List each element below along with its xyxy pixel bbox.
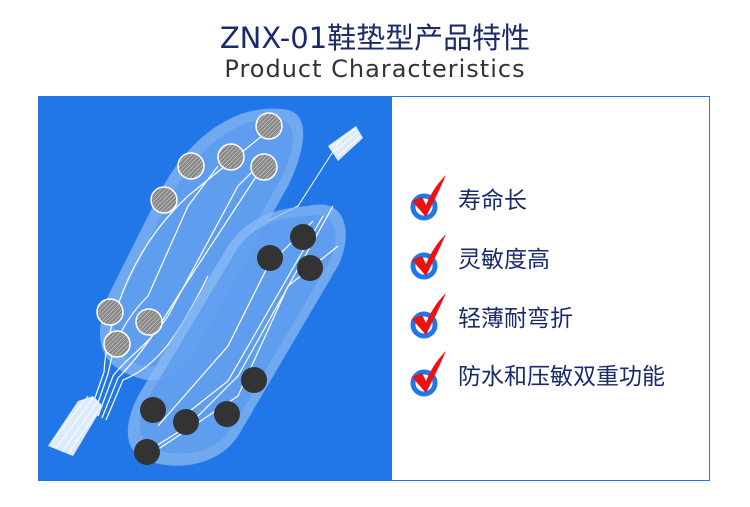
feature-label: 灵敏度高	[458, 247, 550, 273]
checkmark-icon	[410, 351, 446, 397]
sensor-dots-dark	[134, 224, 323, 465]
feature-label: 寿命长	[458, 188, 527, 214]
feature-item: 灵敏度高	[410, 234, 550, 280]
feature-label: 轻薄耐弯折	[458, 306, 573, 332]
feature-item: 寿命长	[410, 175, 527, 221]
checkmark-icon	[410, 293, 446, 339]
feature-label: 防水和压敏双重功能	[458, 364, 665, 390]
features-box: 寿命长 灵敏度高 轻薄耐弯折 防水和压敏双重功能	[392, 96, 710, 481]
page-subtitle: Product Characteristics	[224, 55, 526, 83]
product-image	[38, 96, 392, 481]
sensor-dots-grey	[96, 112, 283, 358]
checkmark-icon	[410, 175, 446, 221]
feature-item: 防水和压敏双重功能	[410, 351, 665, 397]
page-title: ZNX-01鞋垫型产品特性	[219, 21, 531, 55]
insole-sensor-illustration	[48, 108, 363, 466]
feature-item: 轻薄耐弯折	[410, 293, 573, 339]
checkmark-icon	[410, 234, 446, 280]
